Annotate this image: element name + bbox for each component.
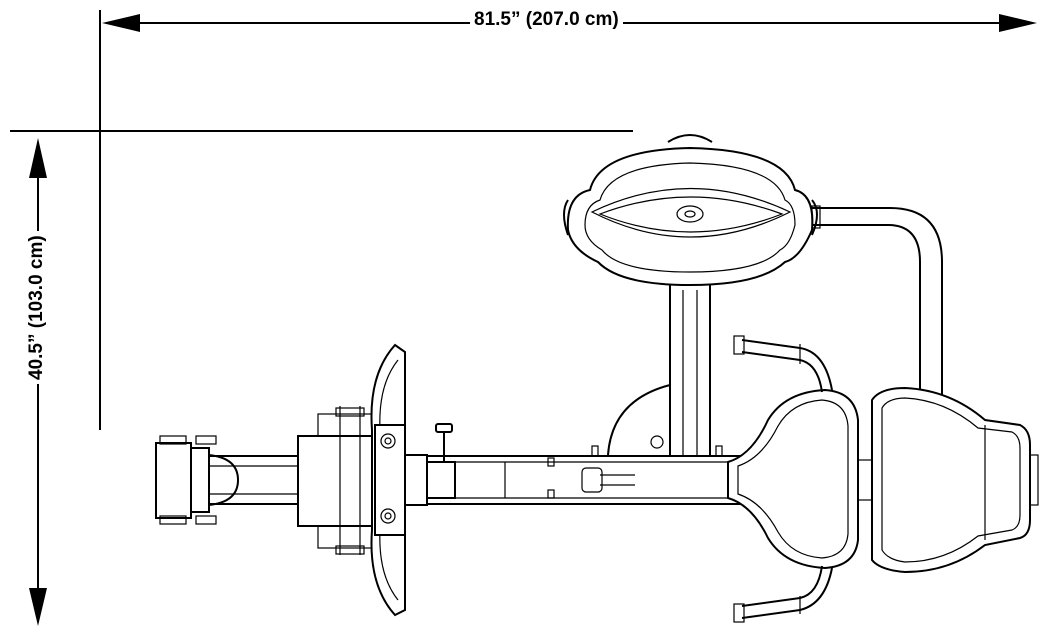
width-dimension-label: 40.5” (103.0 cm) [26, 231, 48, 384]
crank-housing [297, 406, 379, 555]
crank-disk [370, 343, 456, 617]
frame-rail [200, 445, 745, 505]
reference-lines [10, 10, 633, 430]
console-mast [607, 285, 711, 456]
seat-cushion [727, 388, 873, 570]
console-display [563, 134, 818, 287]
rear-stabilizer [155, 435, 240, 525]
seat-handlebar-top [733, 335, 833, 393]
seat-backrest [871, 386, 1039, 574]
length-dimension-label: 81.5” (207.0 cm) [470, 9, 623, 31]
side-handlebar [811, 205, 943, 395]
adjustment-knob [435, 423, 453, 462]
seat-handlebar-bottom [733, 565, 833, 623]
